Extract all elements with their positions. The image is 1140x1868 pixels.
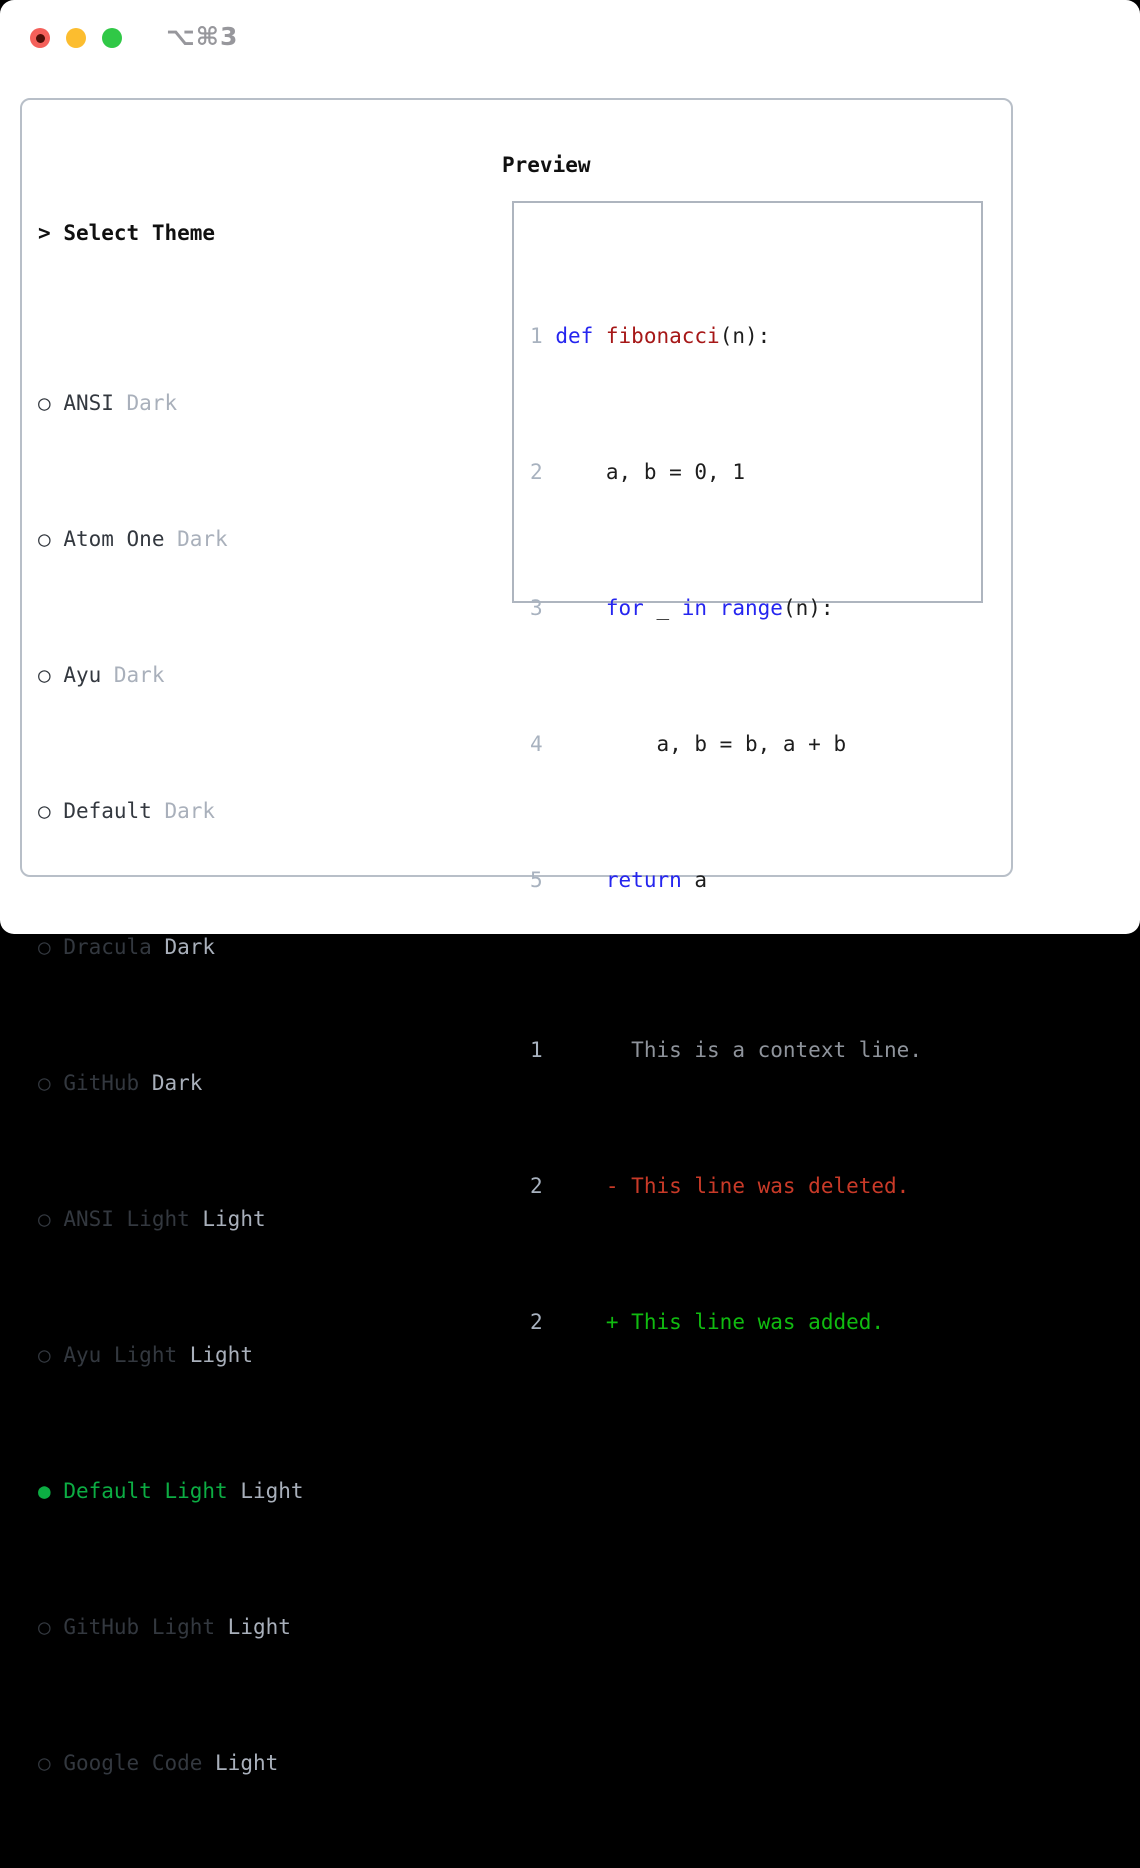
code-line: 4 a, b = b, a + b	[530, 732, 847, 756]
theme-list: > Select Theme ○ ANSI Dark ○ Atom One Da…	[38, 148, 392, 1868]
list-item-label: Default Light	[63, 1479, 228, 1503]
list-item-tag: Light	[189, 1207, 266, 1231]
list-item-tag: Light	[202, 1751, 279, 1775]
select-theme-header-label: Select Theme	[63, 221, 216, 245]
line-number: 2	[530, 460, 543, 484]
minimize-button-icon[interactable]	[66, 28, 86, 48]
theme-option-ayu[interactable]: ○ Ayu Dark	[38, 658, 392, 692]
list-item-tag: Light	[215, 1615, 291, 1639]
list-item-tag: Light	[177, 1343, 253, 1367]
list-item-label: ANSI	[63, 391, 114, 415]
code-line: 2 a, b = 0, 1	[530, 460, 745, 484]
radio-icon[interactable]: ○	[38, 799, 51, 823]
theme-option-default[interactable]: ○ Default Dark	[38, 794, 392, 828]
close-button-icon[interactable]	[30, 28, 50, 48]
list-item-label: GitHub Light	[63, 1615, 216, 1639]
list-item-label: Ayu	[63, 663, 102, 687]
diff-line-added: 2 + This line was added.	[530, 1310, 885, 1334]
theme-option-github-light[interactable]: ○ GitHub Light Light	[38, 1610, 392, 1644]
radio-icon[interactable]: ○	[38, 1207, 51, 1231]
app-window: ⌥⌘3 > Select Theme ○ ANSI Dark ○ Atom On…	[0, 0, 1140, 1775]
theme-option-atom-one[interactable]: ○ Atom One Dark	[38, 522, 392, 556]
line-number: 2	[530, 1310, 543, 1334]
list-item-label: GitHub	[63, 1071, 140, 1095]
list-item-tag: Light	[227, 1479, 304, 1503]
theme-option-dracula[interactable]: ○ Dracula Dark	[38, 930, 392, 964]
code-line: 5 return a	[530, 868, 708, 892]
radio-icon[interactable]: ○	[38, 663, 51, 687]
line-number: 1	[530, 324, 543, 348]
theme-option-default-light[interactable]: ● Default Light Light	[38, 1474, 392, 1508]
list-item-label: ANSI Light	[63, 1207, 190, 1231]
zoom-button-icon[interactable]	[102, 28, 122, 48]
line-number: 4	[530, 732, 543, 756]
radio-icon[interactable]: ○	[38, 935, 51, 959]
theme-option-ansi-light[interactable]: ○ ANSI Light Light	[38, 1202, 392, 1236]
list-item-label: Dracula	[63, 935, 152, 959]
radio-icon[interactable]: ○	[38, 527, 51, 551]
list-item-tag: Dark	[113, 391, 178, 415]
code-line: 3 for _ in range(n):	[530, 596, 834, 620]
list-item-label: Ayu Light	[63, 1343, 178, 1367]
theme-option-github[interactable]: ○ GitHub Dark	[38, 1066, 392, 1100]
theme-options: ○ ANSI Dark ○ Atom One Dark ○ Ayu Dark ○…	[38, 318, 392, 1868]
list-item-tag: Dark	[151, 935, 216, 959]
radio-icon[interactable]: ○	[38, 1751, 51, 1775]
radio-icon[interactable]: ○	[38, 1343, 51, 1367]
list-item-label: Atom One	[63, 527, 165, 551]
preview-header: Preview	[502, 153, 591, 177]
preview-pane: 1 def fibonacci(n): 2 a, b = 0, 1 3 for …	[512, 201, 983, 1334]
window-title: ⌥⌘3	[166, 22, 239, 51]
list-item-tag: Dark	[164, 527, 228, 551]
theme-option-ansi[interactable]: ○ ANSI Dark	[38, 386, 392, 420]
code-preview: 1 def fibonacci(n): 2 a, b = 0, 1 3 for …	[530, 251, 922, 1373]
diff-line-context: 1 This is a context line.	[530, 1038, 922, 1062]
theme-option-google-code[interactable]: ○ Google Code Light	[38, 1746, 392, 1780]
theme-option-ayu-light[interactable]: ○ Ayu Light Light	[38, 1338, 392, 1372]
line-number: 2	[530, 1174, 543, 1198]
select-theme-header: > Select Theme	[38, 216, 392, 250]
list-item-tag: Dark	[101, 663, 165, 687]
list-item-label: Google Code	[63, 1751, 203, 1775]
focus-prompt-icon: >	[38, 221, 51, 245]
screen: { "window": { "title": "⌥⌘3", "traffic_l…	[0, 0, 1140, 1775]
radio-icon[interactable]: ○	[38, 1615, 51, 1639]
spacer-row	[530, 931, 922, 965]
diff-line-deleted: 2 - This line was deleted.	[530, 1174, 910, 1198]
radio-icon[interactable]: ●	[38, 1479, 51, 1503]
list-item-label: Default	[63, 799, 152, 823]
list-item-tag: Dark	[151, 799, 216, 823]
titlebar: ⌥⌘3	[0, 0, 1140, 76]
line-number: 5	[530, 868, 543, 892]
line-number: 3	[530, 596, 543, 620]
radio-icon[interactable]: ○	[38, 391, 51, 415]
line-number: 1	[530, 1038, 543, 1062]
code-line: 1 def fibonacci(n):	[530, 324, 771, 348]
list-item-tag: Dark	[139, 1071, 203, 1095]
theme-picker-panel: > Select Theme ○ ANSI Dark ○ Atom One Da…	[20, 98, 1013, 1775]
radio-icon[interactable]: ○	[38, 1071, 51, 1095]
